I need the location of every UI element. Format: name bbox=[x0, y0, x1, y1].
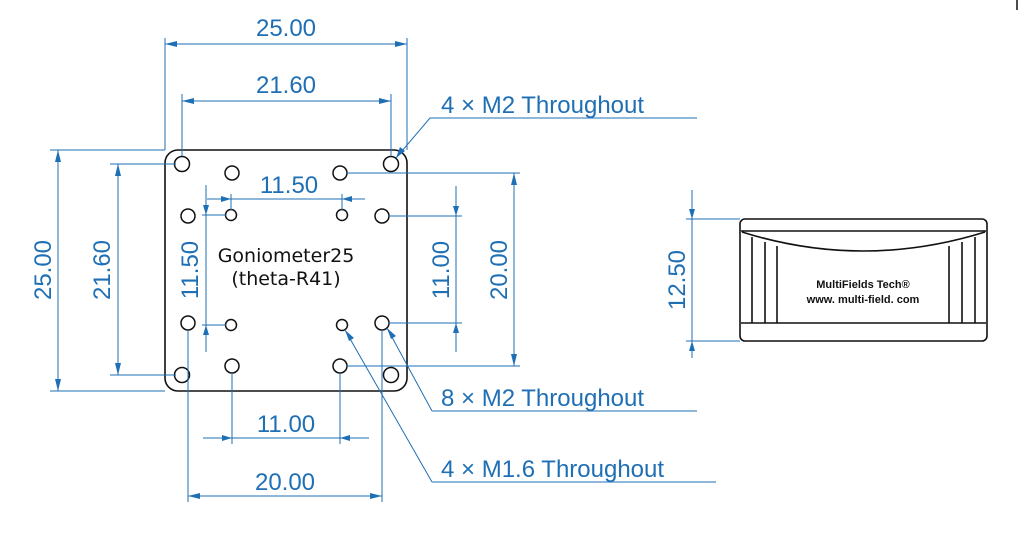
svg-text:4 × M2 Throughout: 4 × M2 Throughout bbox=[441, 92, 644, 119]
dim-width-outer: 25.00 bbox=[164, 15, 408, 150]
dim-height-outer: 25.00 bbox=[30, 149, 165, 392]
dim-bottom-outer: 20.00 bbox=[187, 330, 383, 502]
callout-mid-holes: 8 × M2 Throughout bbox=[386, 327, 697, 412]
dim-height-holes: 21.60 bbox=[89, 163, 176, 376]
svg-text:21.60: 21.60 bbox=[256, 72, 316, 99]
side-body-outline bbox=[739, 218, 988, 342]
mid-hole bbox=[332, 165, 348, 181]
svg-text:11.00: 11.00 bbox=[428, 241, 455, 299]
svg-text:8 × M2 Throughout: 8 × M2 Throughout bbox=[441, 385, 644, 412]
corner-hole bbox=[173, 155, 191, 173]
part-model: (theta-R41) bbox=[231, 268, 340, 290]
mid-hole bbox=[224, 165, 240, 181]
top-view: Goniometer25 (theta-R41) bbox=[164, 149, 408, 392]
corner-hole bbox=[382, 155, 400, 173]
brand-name: MultiFields Tech® bbox=[816, 279, 909, 291]
mid-hole bbox=[332, 358, 348, 374]
mid-hole bbox=[374, 208, 390, 224]
plate-outline bbox=[164, 149, 408, 392]
svg-text:21.60: 21.60 bbox=[89, 240, 116, 300]
dim-right-outer: 20.00 bbox=[346, 172, 520, 367]
small-hole bbox=[335, 208, 349, 222]
small-hole bbox=[335, 318, 349, 332]
dim-inner-vertical: 11.50 bbox=[177, 185, 226, 352]
small-hole bbox=[224, 208, 238, 222]
svg-text:20.00: 20.00 bbox=[486, 240, 513, 300]
part-name: Goniometer25 bbox=[218, 245, 355, 267]
svg-text:4 × M1.6 Throughout: 4 × M1.6 Throughout bbox=[441, 456, 664, 483]
svg-text:11.50: 11.50 bbox=[177, 241, 204, 299]
dim-width-holes: 21.60 bbox=[181, 72, 392, 156]
callout-small-holes: 4 × M1.6 Throughout bbox=[344, 329, 716, 483]
svg-text:25.00: 25.00 bbox=[30, 240, 57, 300]
corner-hole bbox=[173, 366, 191, 384]
corner-hole bbox=[382, 366, 400, 384]
dim-side-height: 12.50 bbox=[664, 190, 740, 358]
dim-bottom-inner: 11.00 bbox=[203, 373, 369, 444]
mid-hole bbox=[180, 315, 196, 331]
dim-right-inner: 11.00 bbox=[388, 186, 462, 352]
brand-url: www. multi-field. com bbox=[806, 294, 920, 306]
mid-hole bbox=[180, 208, 196, 224]
mid-hole bbox=[374, 315, 390, 331]
mid-hole bbox=[224, 358, 240, 374]
svg-text:11.00: 11.00 bbox=[257, 411, 315, 438]
svg-text:12.50: 12.50 bbox=[664, 250, 691, 310]
side-view: MultiFields Tech® www. multi-field. com bbox=[739, 218, 988, 342]
small-hole bbox=[224, 318, 238, 332]
svg-text:25.00: 25.00 bbox=[256, 15, 316, 42]
svg-text:20.00: 20.00 bbox=[255, 469, 315, 496]
svg-text:11.50: 11.50 bbox=[260, 172, 318, 199]
callout-corner-holes: 4 × M2 Throughout bbox=[395, 92, 697, 159]
dim-inner-horizontal: 11.50 bbox=[207, 172, 365, 210]
